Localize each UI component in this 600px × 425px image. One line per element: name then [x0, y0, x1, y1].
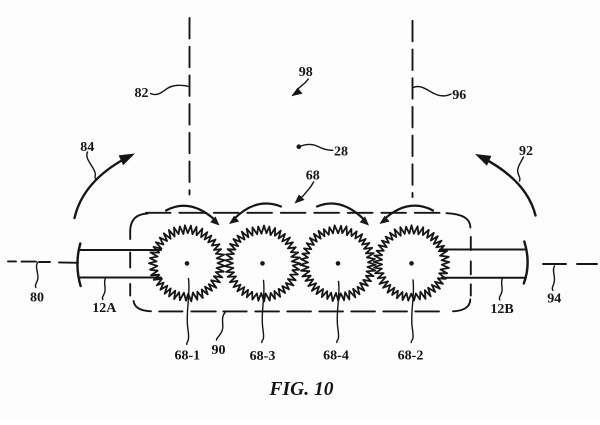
svg-text:12A: 12A: [92, 301, 117, 316]
svg-text:96: 96: [452, 88, 466, 103]
svg-text:68-1: 68-1: [174, 349, 200, 364]
svg-text:68-2: 68-2: [398, 349, 424, 364]
svg-text:94: 94: [547, 292, 561, 307]
svg-text:92: 92: [519, 144, 533, 159]
svg-text:90: 90: [212, 343, 226, 358]
svg-text:80: 80: [30, 291, 44, 306]
svg-text:68: 68: [306, 169, 320, 184]
svg-text:68-4: 68-4: [323, 349, 349, 364]
svg-text:12B: 12B: [490, 302, 513, 317]
svg-text:82: 82: [135, 86, 149, 101]
svg-text:84: 84: [80, 140, 94, 155]
svg-text:68-3: 68-3: [250, 349, 276, 364]
svg-text:FIG. 10: FIG. 10: [269, 379, 334, 400]
svg-text:98: 98: [299, 65, 313, 80]
svg-text:28: 28: [334, 145, 348, 160]
